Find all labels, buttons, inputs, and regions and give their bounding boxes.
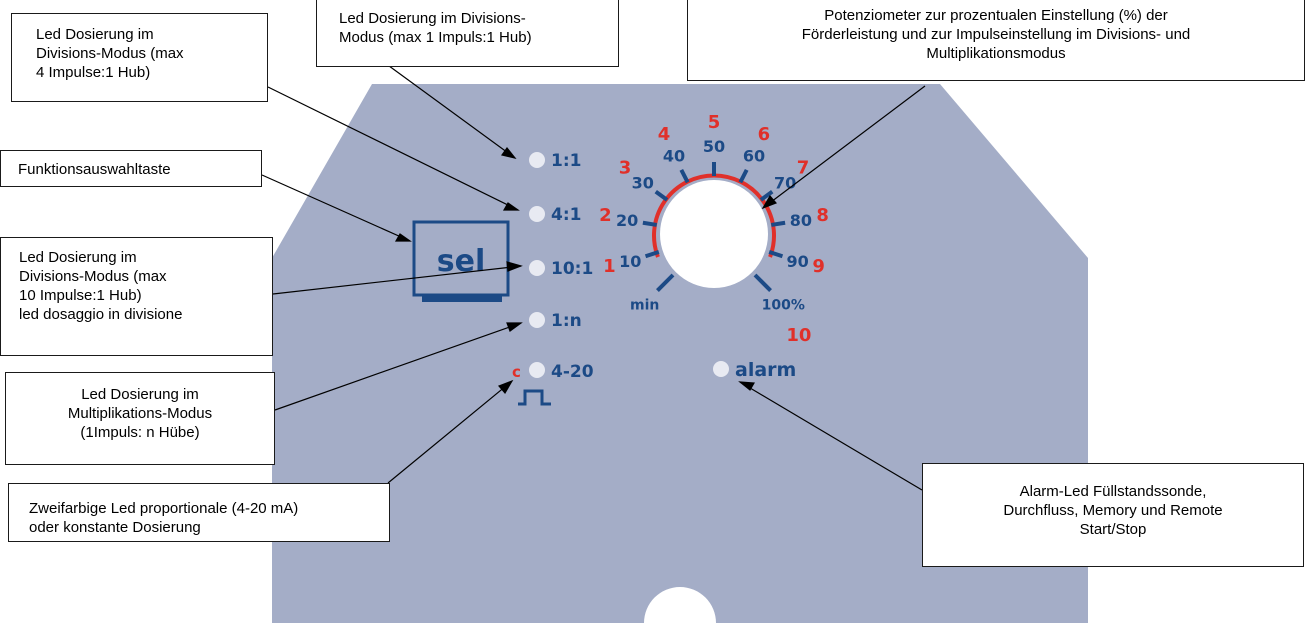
dial-percent-label: 30 (632, 173, 654, 192)
dial-percent-label: 90 (787, 252, 809, 271)
pulse-icon (518, 389, 551, 406)
dial-percent-label: 60 (743, 147, 765, 166)
dial-impulse-label: 4 (658, 124, 671, 145)
callout-function-key: Funktionsauswahltaste (0, 150, 262, 187)
dial-percent-label: 100% (762, 297, 805, 313)
dial-impulse-label: 8 (816, 205, 829, 226)
sel-button-label: sel (437, 244, 486, 279)
dial-percent-label: 50 (703, 137, 725, 156)
alarm-led: alarm (713, 359, 796, 381)
led-4-1-label: 4:1 (551, 205, 581, 225)
callout-alarm-led: Alarm-Led Füllstandssonde, Durchfluss, M… (922, 463, 1304, 567)
led-10-1-label: 10:1 (551, 259, 593, 279)
callout-mult-led: Led Dosierung im Multiplikations-Modus (… (5, 372, 275, 465)
leader-lines (261, 62, 926, 491)
dial-tick (738, 168, 749, 184)
dial-tick (770, 220, 786, 227)
dial-impulse-label: 9 (812, 256, 825, 277)
dial-impulse-labels: 1 2 3 4 5 6 7 8 9 10 (599, 112, 829, 346)
led-1-n-label: 1:n (551, 311, 582, 331)
c-label: c (512, 363, 521, 381)
callout-div1-led: Led Dosierung im Divisions- Modus (max 1… (316, 0, 619, 67)
dial-impulse-label: 3 (619, 157, 632, 178)
led-1-1: 1:1 (529, 151, 581, 171)
led-1-1-label: 1:1 (551, 151, 581, 171)
dial-impulse-label: 10 (786, 325, 811, 346)
dial-percent-label: 10 (619, 252, 641, 271)
callout-div4-led: Led Dosierung im Divisions-Modus (max 4 … (11, 13, 268, 102)
callout-potentiometer: Potenziometer zur prozentualen Einstellu… (687, 0, 1305, 81)
dial-percent-label: 70 (774, 173, 796, 192)
dial-tick (753, 273, 772, 292)
dial-percent-label: 20 (616, 211, 638, 230)
dial-tick (656, 273, 675, 292)
dial-knob[interactable] (660, 180, 768, 288)
dial-percent-label: min (630, 297, 659, 313)
dial-impulse-label: 6 (758, 124, 771, 145)
dial-tick (654, 190, 669, 202)
dial-percent-label: 80 (790, 211, 812, 230)
led-4-1: 4:1 (529, 205, 581, 225)
potentiometer-dial[interactable] (642, 162, 786, 292)
dial-tick (759, 190, 774, 202)
dial-tick (642, 220, 658, 227)
alarm-label: alarm (735, 359, 796, 381)
dial-tick (644, 250, 660, 259)
panel-body (272, 84, 1088, 623)
dial-ticks (642, 162, 786, 292)
led-4-20: c 4-20 (512, 362, 594, 406)
callout-bicolor-led: Zweifarbige Led proportionale (4-20 mA) … (8, 483, 390, 542)
dial-percent-labels: min 10 20 30 40 50 60 70 80 90 100% (616, 137, 812, 313)
led-1-n: 1:n (529, 311, 582, 331)
dial-impulse-label: 1 (603, 256, 616, 277)
dial-tick (768, 250, 784, 259)
dial-impulse-label: 7 (797, 157, 810, 178)
dial-tick (679, 168, 690, 184)
dial-impulse-label: 2 (599, 205, 612, 226)
led-10-1: 10:1 (529, 259, 593, 279)
dial-impulse-label: 5 (708, 112, 721, 133)
dial-percent-label: 40 (663, 147, 685, 166)
callout-div10-led: Led Dosierung im Divisions-Modus (max 10… (0, 237, 273, 356)
led-4-20-label: 4-20 (551, 362, 594, 382)
